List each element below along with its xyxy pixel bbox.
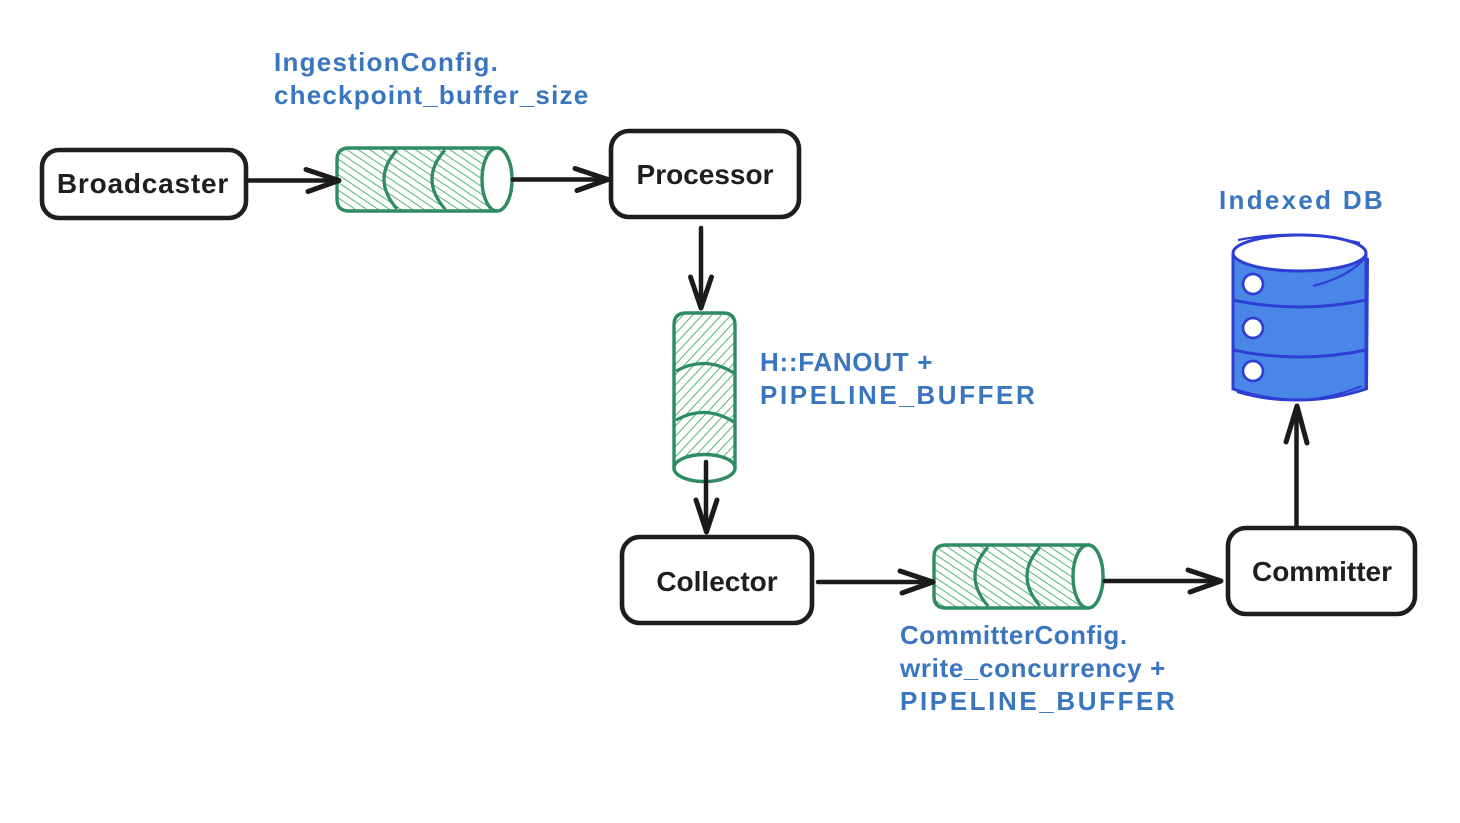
svg-text:Committer: Committer	[1252, 556, 1392, 587]
svg-text:Processor: Processor	[637, 159, 774, 190]
svg-text:H::FANOUT +: H::FANOUT +	[760, 347, 933, 377]
svg-text:Indexed DB: Indexed DB	[1219, 185, 1385, 215]
svg-text:PIPELINE_BUFFER: PIPELINE_BUFFER	[900, 686, 1177, 716]
svg-text:CommitterConfig.: CommitterConfig.	[900, 620, 1128, 650]
svg-text:PIPELINE_BUFFER: PIPELINE_BUFFER	[760, 380, 1037, 410]
svg-text:IngestionConfig.: IngestionConfig.	[274, 47, 499, 77]
svg-text:write_concurrency +: write_concurrency +	[899, 653, 1166, 683]
svg-text:Collector: Collector	[656, 566, 777, 597]
svg-text:checkpoint_buffer_size: checkpoint_buffer_size	[274, 80, 589, 110]
svg-text:Broadcaster: Broadcaster	[57, 168, 229, 199]
